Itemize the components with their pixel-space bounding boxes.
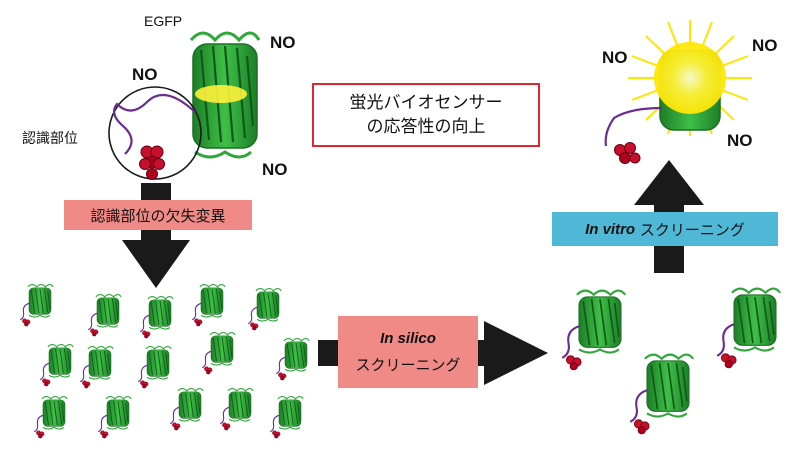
in-vitro-label: In vitro — [585, 220, 636, 238]
egfp-label: EGFP — [144, 13, 183, 29]
goal-line-2: の応答性の向上 — [366, 117, 486, 137]
in-silico-text: スクリーニング — [355, 356, 461, 374]
egfp-structure — [189, 31, 261, 159]
improved-biosensor — [604, 20, 752, 164]
no-label-top-right-of-egfp: NO — [270, 33, 296, 52]
mutant-library — [19, 284, 310, 439]
no-label-bottom-right-of-biosensor: NO — [727, 131, 753, 150]
recognition-site-label: 認識部位 — [22, 131, 78, 147]
mutation-box: 認識部位の欠失変異 — [64, 200, 252, 230]
goal-line-1: 蛍光バイオセンサー — [349, 93, 503, 113]
no-label-top-right-of-biosensor: NO — [752, 36, 778, 55]
mutation-box-text: 認識部位の欠失変異 — [90, 206, 226, 225]
no-label-left-of-egfp: NO — [132, 65, 158, 84]
recognition-site-circle — [108, 86, 202, 180]
goal-box: 蛍光バイオセンサー の応答性の向上 — [312, 83, 540, 147]
in-vitro-box: In vitro スクリーニング — [552, 212, 778, 246]
no-label-left-of-biosensor: NO — [602, 48, 628, 67]
in-silico-label: In silico — [380, 330, 436, 347]
selected-candidates — [561, 287, 782, 435]
down-arrow — [122, 183, 190, 288]
in-silico-box: In silico スクリーニング — [338, 316, 478, 388]
no-label-bottom-of-egfp: NO — [262, 160, 288, 179]
in-vitro-text: スクリーニング — [635, 220, 745, 239]
